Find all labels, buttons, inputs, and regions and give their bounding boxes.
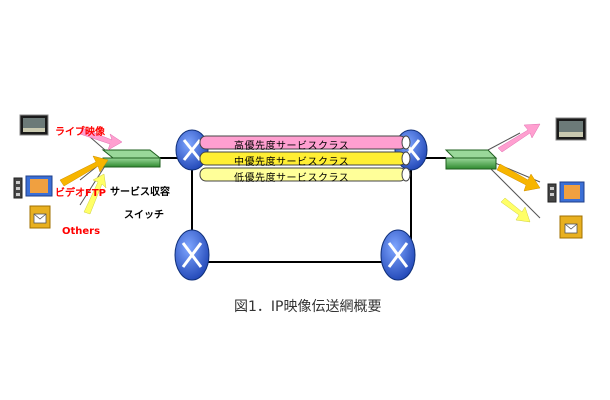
label-switch-word: スイッチ (124, 210, 164, 221)
service-switch-right (444, 149, 498, 170)
access-line-right-1 (487, 132, 521, 151)
left-ftp-icon (13, 175, 53, 199)
video-thumbnail-floor (559, 132, 583, 137)
right-live-video-icon (555, 117, 587, 141)
access-line-left-1 (89, 136, 106, 151)
switch-body (445, 157, 497, 170)
label-video-ftp: ビデオFTP (55, 188, 106, 199)
lane-label-high: 高優先度サービスクラス (234, 141, 350, 152)
label-live-video: ライブ映像 (55, 127, 105, 138)
router-bottom-left (174, 229, 210, 281)
others-envelope-flap (564, 223, 578, 230)
orange-arrow (496, 163, 541, 192)
ftp-screen-image (30, 179, 48, 193)
access-line-left-3 (79, 165, 106, 206)
router-arrows (182, 139, 202, 161)
right-traffic-arrows (496, 123, 541, 223)
video-thumbnail-screen (559, 121, 583, 132)
ftp-device-slot (550, 187, 554, 190)
switch-icon (101, 149, 162, 159)
figure-caption: 図1．IP映像伝送網概要 (234, 299, 382, 315)
service-switch-left (101, 149, 162, 168)
label-others: Others (62, 226, 101, 237)
left-others-icon (29, 205, 51, 229)
video-thumbnail-screen (23, 118, 45, 128)
lane-mid-cap (401, 151, 411, 166)
right-others-icon (559, 215, 583, 239)
video-thumbnail-floor (23, 128, 45, 132)
others-envelope-flap (33, 213, 47, 220)
right-ftp-icon (547, 181, 585, 203)
switch-body (102, 157, 161, 168)
yellow-arrow (83, 173, 107, 215)
priority-lanes (199, 135, 411, 182)
ftp-device-slot (16, 181, 20, 184)
left-traffic-arrows (59, 127, 123, 215)
label-service-switch: サービス収容 (110, 187, 170, 198)
pink-arrow (497, 123, 541, 153)
ftp-device-slot (550, 193, 554, 196)
lane-high-cap (401, 135, 411, 150)
ftp-device-slot (16, 187, 20, 190)
orange-arrow (59, 155, 109, 187)
router-bottom-right (380, 229, 416, 281)
left-live-video-icon (19, 114, 49, 136)
yellow-arrow (500, 197, 531, 223)
lane-low-cap (401, 167, 411, 182)
lane-label-mid: 中優先度サービスクラス (234, 157, 350, 168)
router-arrows (181, 242, 203, 268)
switch-icon (444, 149, 498, 159)
ftp-screen-image (564, 185, 580, 199)
ftp-device-slot (16, 193, 20, 196)
access-line-right-3 (487, 165, 541, 219)
lane-label-low: 低優先度サービスクラス (234, 173, 350, 184)
pink-arrow (79, 127, 123, 151)
router-arrows (387, 242, 409, 268)
